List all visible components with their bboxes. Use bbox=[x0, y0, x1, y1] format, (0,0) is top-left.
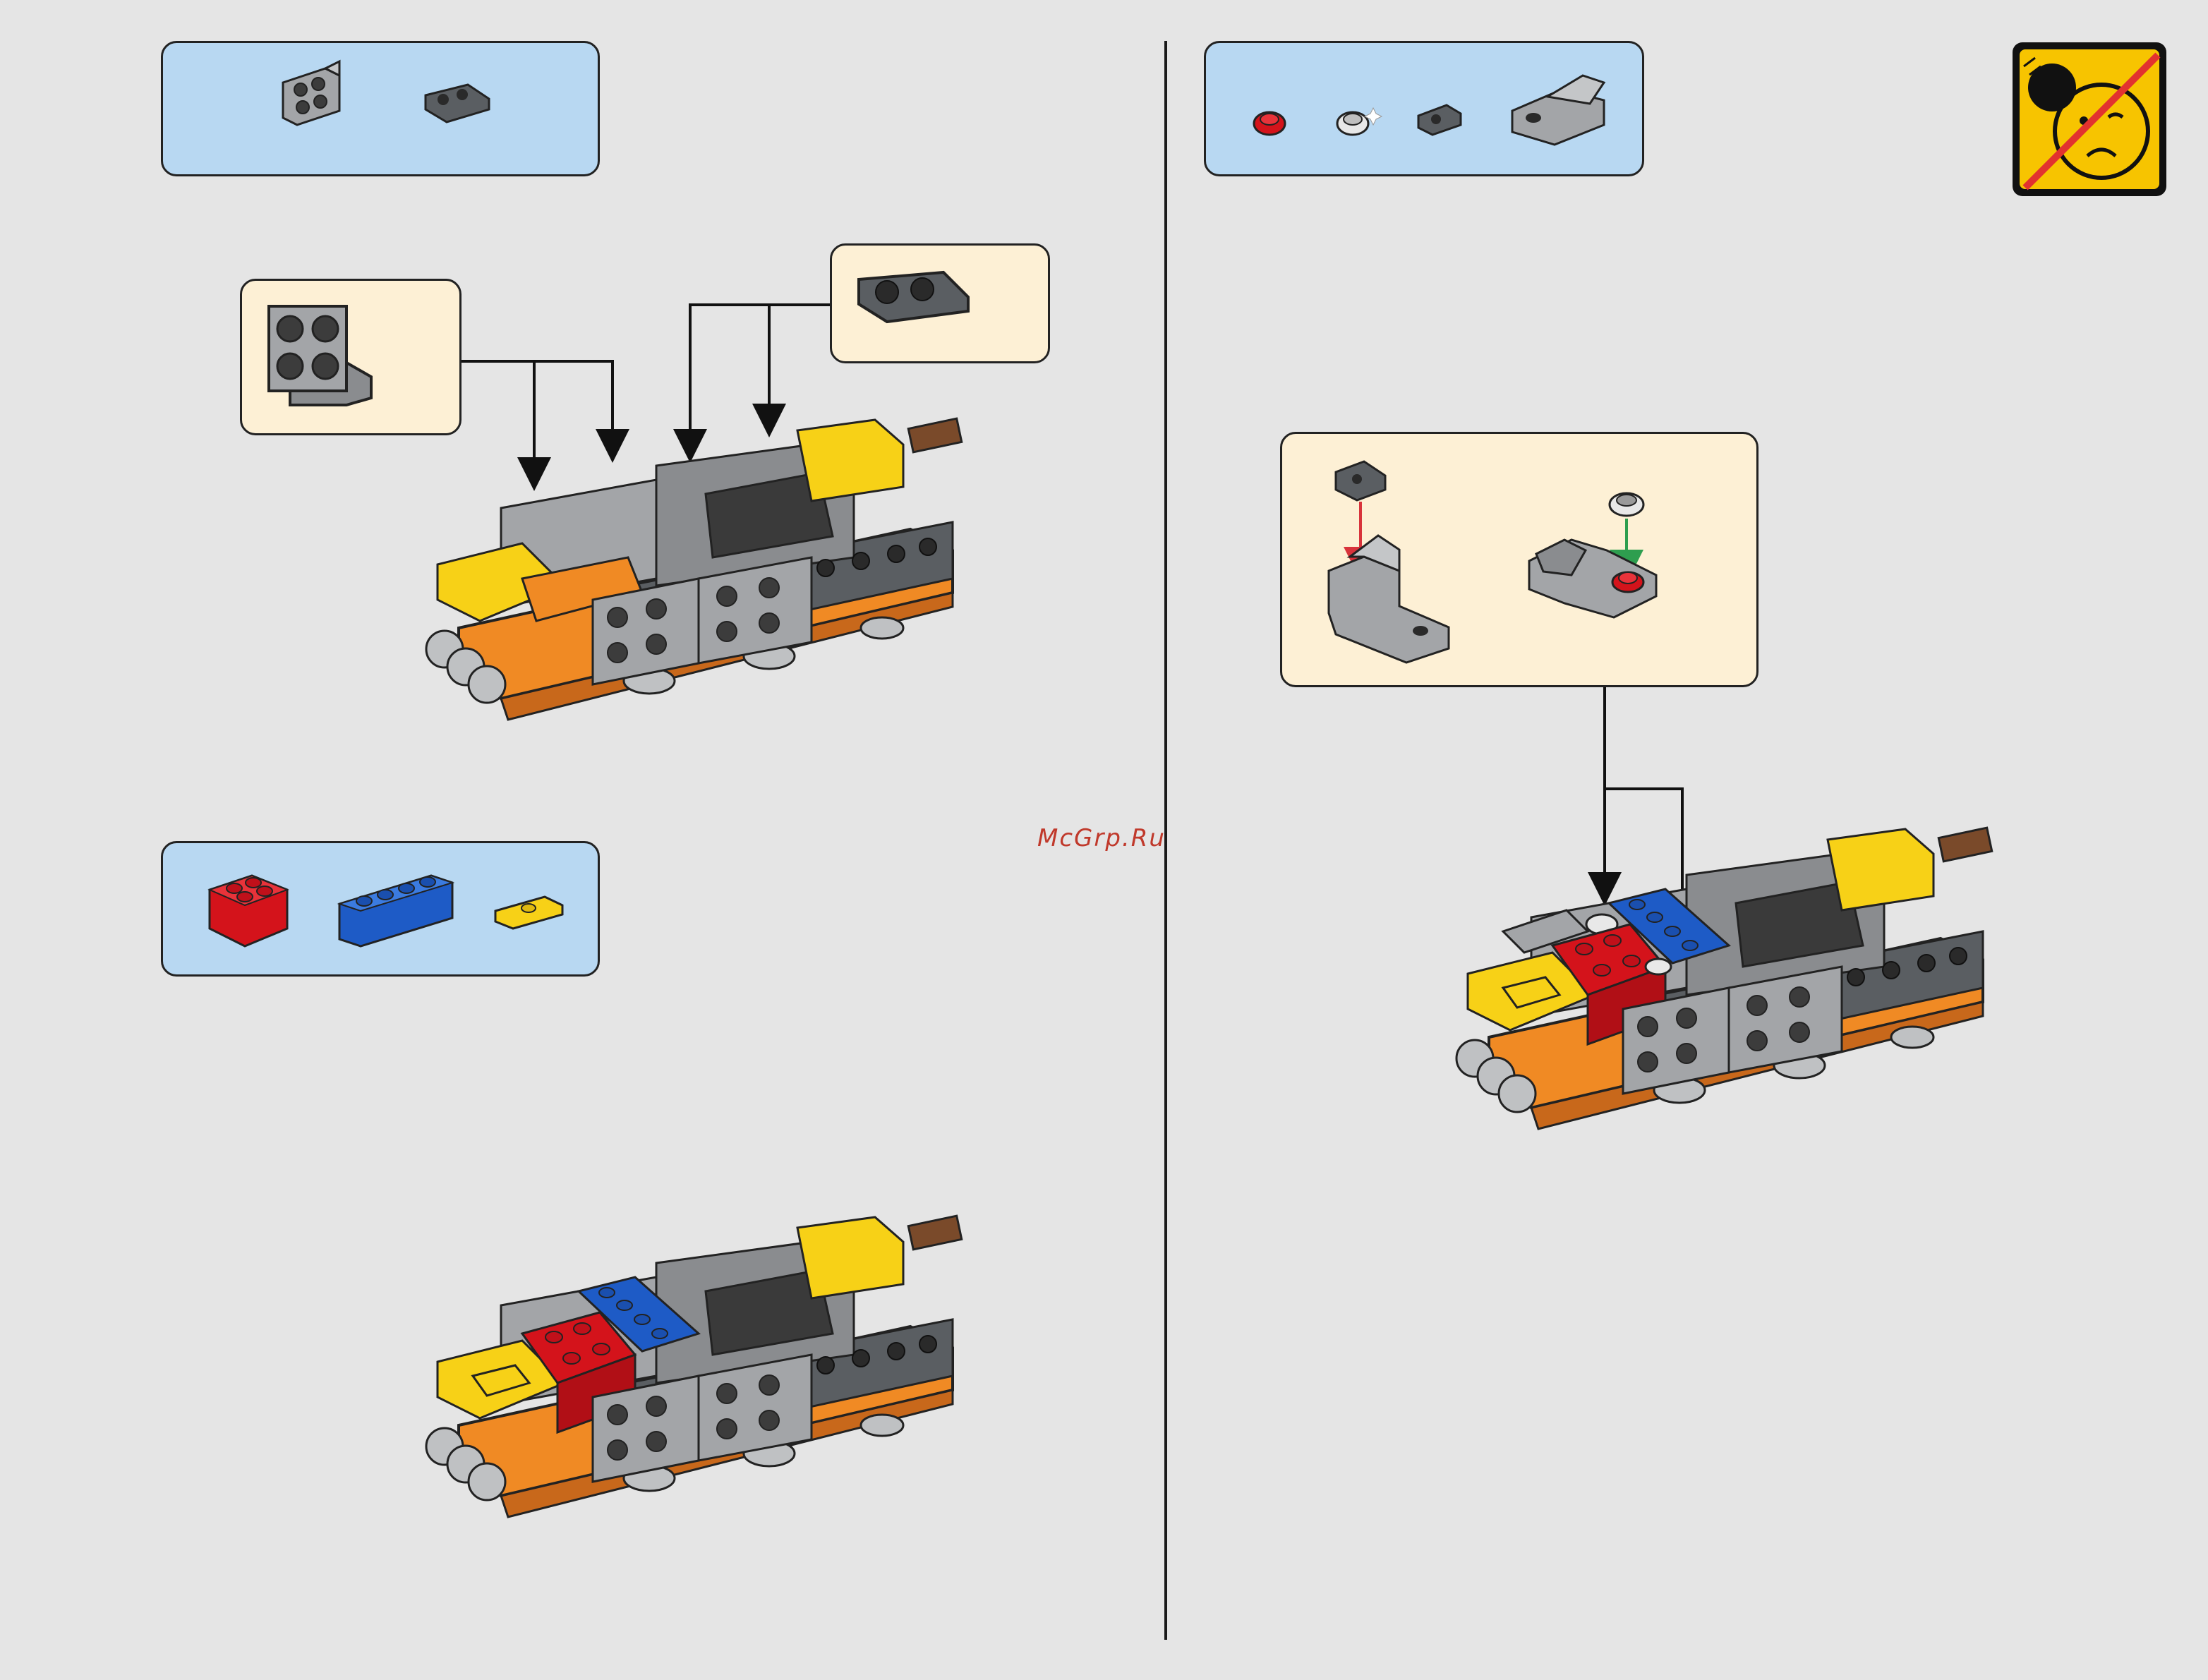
parts-list-step-c bbox=[1204, 41, 1644, 176]
callout-sub-assembly bbox=[1280, 432, 1758, 687]
part-round-plate-1x1-red bbox=[1248, 99, 1291, 142]
model-step-c bbox=[1447, 826, 2025, 1178]
part-plate-1x2-jumper-yellow bbox=[492, 890, 569, 939]
model-step-a bbox=[416, 416, 995, 769]
part-brick-2x2-red bbox=[203, 862, 294, 953]
part-round-plate-1x1-white bbox=[1332, 99, 1381, 142]
small-parts-warning-icon bbox=[2010, 40, 2169, 199]
watermark-text: McGrp.Ru bbox=[1037, 824, 1166, 852]
parts-list-step-b bbox=[161, 841, 600, 977]
sub-assembly-clip-onto-slope bbox=[1322, 451, 1484, 677]
part-brick-1x4-blue bbox=[332, 862, 459, 953]
sub-assembly-round-plate-onto-slope bbox=[1522, 483, 1691, 667]
part-clip-plate-dark-gray bbox=[1415, 98, 1464, 140]
part-slope-light-gray bbox=[1505, 61, 1611, 153]
model-step-b bbox=[416, 1214, 995, 1566]
